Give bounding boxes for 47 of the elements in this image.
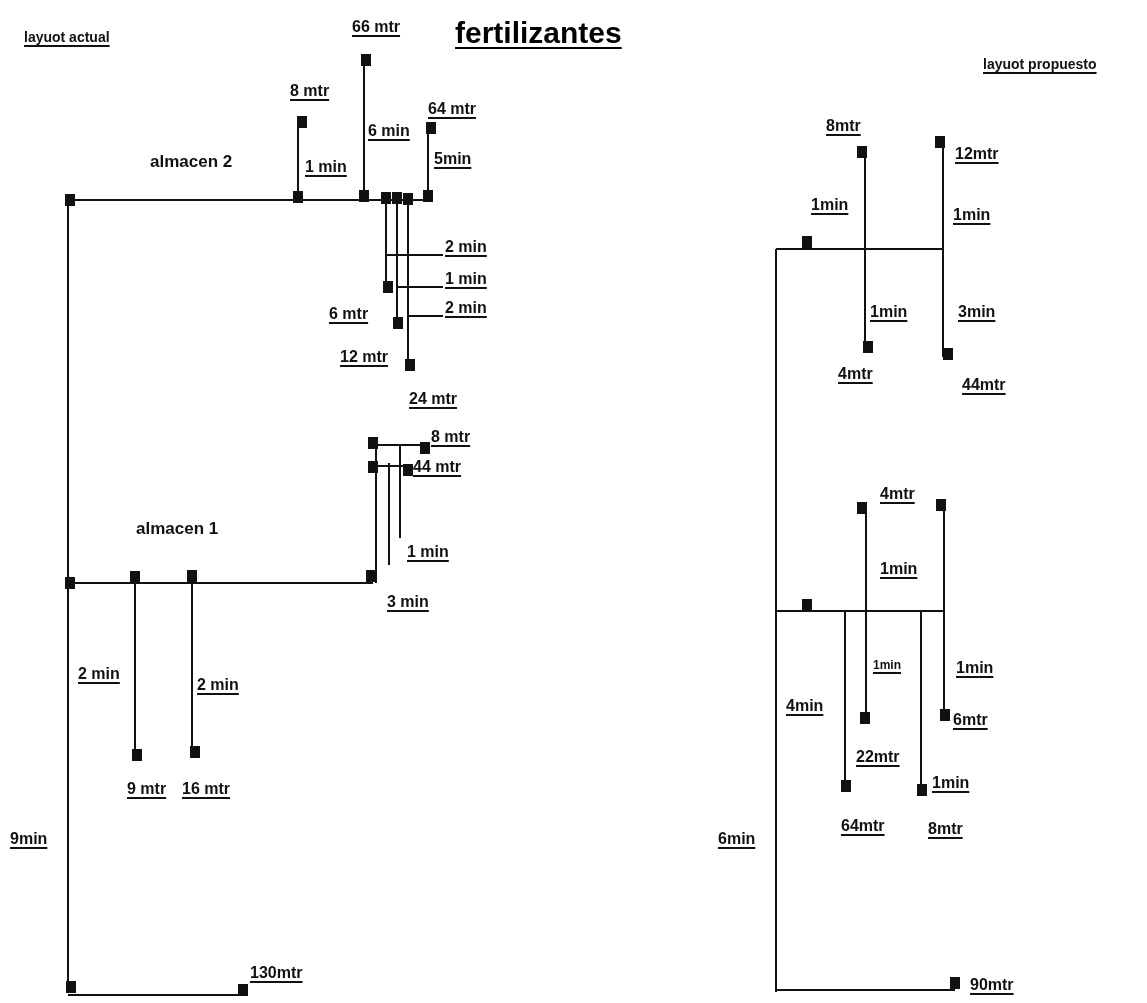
dimension-label: 1min [870,303,908,321]
dimension-label: 64 mtr [428,100,477,118]
dimension-label: 1min [953,206,991,224]
dimension-label: 2 min [78,665,120,683]
dimension-label: layuot actual [24,30,110,46]
dimension-label: 64mtr [841,817,885,835]
dimension-label: 9min [10,830,48,848]
dimension-label: 8mtr [928,820,963,838]
dimension-label: 90mtr [970,976,1014,994]
dimension-label: 6min [718,830,756,848]
dimension-label: 24 mtr [409,390,458,408]
dimension-label: 2 min [197,676,239,694]
dimension-label: 2 min [445,238,487,256]
dimension-label: almacen 1 [136,520,219,539]
title: fertilizantes [455,16,622,50]
dimension-label: 44mtr [962,376,1006,394]
dimension-label: 44 mtr [413,458,462,476]
dimension-label: layuot propuesto [983,57,1097,73]
dimension-label: 12mtr [955,145,999,163]
dimension-label: 1 min [407,543,449,561]
dimension-label: 1min [932,774,970,792]
dimension-label: 8mtr [826,117,861,135]
dimension-label: 6mtr [953,711,988,729]
dimension-label: 130mtr [250,964,303,982]
dimension-label: 4mtr [880,485,915,503]
dimension-label: 8 mtr [431,428,471,446]
dimension-label: 1 min [305,158,347,176]
dimension-label: 1min [956,659,994,677]
dimension-label: 1min [811,196,849,214]
dimension-label: 8 mtr [290,82,330,100]
dimension-label: 4min [786,697,824,715]
dimension-label: 9 mtr [127,780,167,798]
dimension-label: almacen 2 [150,153,233,172]
dimension-label: 1min [873,659,901,673]
dimension-label: 3min [958,303,996,321]
dimension-label: 6 min [368,122,410,140]
dimension-label: 1 min [445,270,487,288]
dimension-label: 66 mtr [352,18,401,36]
dimension-label: 5min [434,150,472,168]
dimension-label: 6 mtr [329,305,369,323]
dimension-label: 22mtr [856,748,900,766]
dimension-label: 12 mtr [340,348,389,366]
dimension-label: 16 mtr [182,780,231,798]
dimension-label: 3 min [387,593,429,611]
dimension-label: 1min [880,560,918,578]
dimension-label: 4mtr [838,365,873,383]
dimension-label: 2 min [445,299,487,317]
